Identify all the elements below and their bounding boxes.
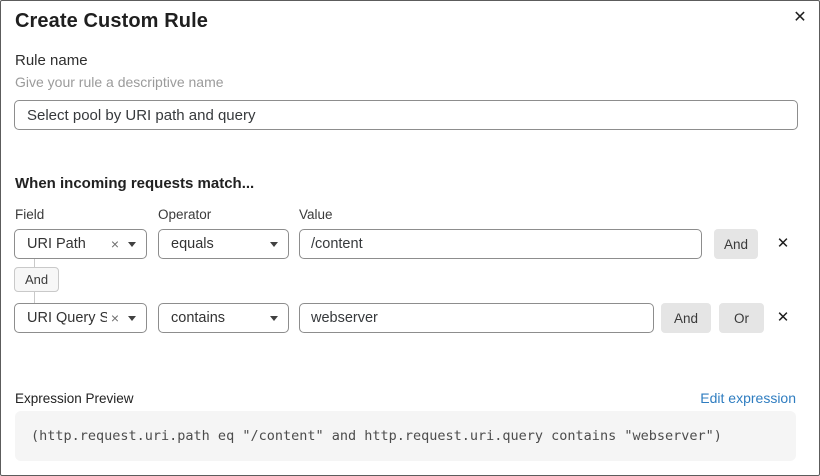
operator-select-value: equals [171,236,214,252]
field-select-value: URI Path [27,236,86,252]
chevron-down-icon [270,315,278,321]
connector-line [34,291,35,303]
add-or-condition-button[interactable]: Or [719,303,764,333]
delete-condition-icon[interactable]: ✕ [771,306,795,330]
rule-name-input[interactable] [14,100,798,130]
value-column-label: Value [299,207,333,222]
expression-preview-box: (http.request.uri.path eq "/content" and… [15,411,796,461]
value-input[interactable] [299,303,654,333]
chevron-down-icon [128,315,136,321]
chevron-down-icon [128,241,136,247]
match-heading: When incoming requests match... [15,175,255,192]
rule-name-label: Rule name [15,52,88,69]
operator-column-label: Operator [158,207,212,222]
operator-select[interactable]: contains [158,303,289,333]
and-connector-badge: And [14,267,60,292]
add-and-condition-button[interactable]: And [714,229,758,259]
value-input[interactable] [299,229,702,259]
delete-condition-icon[interactable]: ✕ [771,232,795,256]
connector-line [34,259,35,268]
field-column-label: Field [15,207,45,222]
page-title: Create Custom Rule [15,10,208,32]
field-select-value: URI Query St... [27,310,107,326]
and-connector-label: And [25,272,49,287]
field-select[interactable]: URI Path × [14,229,147,259]
operator-select-value: contains [171,310,226,326]
add-and-condition-button[interactable]: And [661,303,711,333]
edit-expression-link[interactable]: Edit expression [700,390,796,406]
expression-preview-code: (http.request.uri.path eq "/content" and… [31,428,722,444]
condition-row: URI Path × equals And ✕ [1,229,819,259]
clear-selection-icon[interactable]: × [110,310,119,326]
field-select[interactable]: URI Query St... × [14,303,147,333]
condition-row: URI Query St... × contains And Or ✕ [1,303,819,333]
operator-select[interactable]: equals [158,229,289,259]
chevron-down-icon [270,241,278,247]
rule-name-description: Give your rule a descriptive name [15,74,224,90]
clear-selection-icon[interactable]: × [110,236,119,252]
close-icon[interactable]: ✕ [788,6,812,30]
expression-preview-label: Expression Preview [15,391,134,406]
